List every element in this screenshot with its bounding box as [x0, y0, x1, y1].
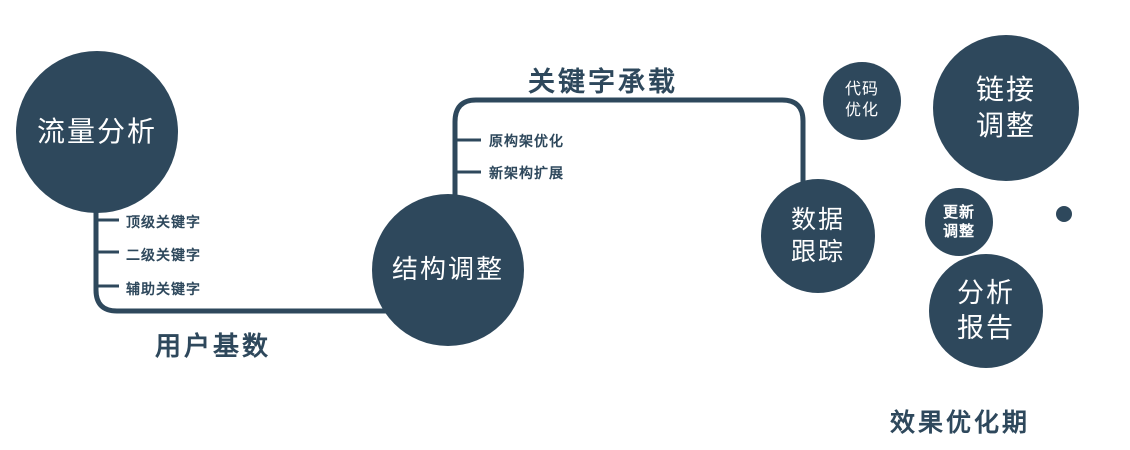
branch-auxiliary-keywords: 辅助关键字: [126, 281, 201, 297]
branch-new-architecture-expansion: 新架构扩展: [489, 165, 564, 181]
node-update-adjustment: 更新 调整: [925, 188, 993, 256]
node-link-adjustment-line2: 调整: [975, 110, 1036, 141]
flow-path-keyword-carry: [452, 97, 806, 200]
node-traffic-analysis-label: 流量分析: [36, 115, 157, 147]
dot-marker: [1056, 206, 1072, 222]
node-traffic-analysis: 流量分析: [16, 51, 178, 213]
label-keyword-carry: 关键字承载: [528, 67, 678, 97]
node-data-tracking: 数据 跟踪: [761, 179, 875, 293]
node-structure-adjustment: 结构调整: [372, 194, 524, 346]
node-analysis-report-line2: 报告: [957, 313, 1015, 343]
node-link-adjustment: 链接 调整: [933, 35, 1079, 181]
branch-secondary-keywords: 二级关键字: [126, 247, 201, 263]
node-update-adjustment-line1: 更新: [942, 203, 975, 221]
node-data-tracking-line1: 数据: [790, 205, 845, 234]
branch-original-architecture-optimization: 原构架优化: [489, 133, 564, 149]
node-analysis-report-line1: 分析: [957, 277, 1015, 308]
label-effect-optimization-period: 效果优化期: [890, 409, 1031, 437]
node-update-adjustment-line2: 调整: [942, 223, 975, 240]
node-code-optimization: 代码 优化: [823, 62, 901, 140]
node-link-adjustment-line1: 链接: [975, 73, 1036, 105]
node-data-tracking-line2: 跟踪: [790, 238, 845, 266]
label-user-base: 用户基数: [155, 331, 272, 361]
node-code-optimization-line2: 优化: [844, 102, 879, 119]
node-structure-adjustment-label: 结构调整: [391, 254, 504, 285]
node-analysis-report: 分析 报告: [929, 254, 1043, 368]
node-code-optimization-line1: 代码: [844, 81, 879, 99]
flow-path-user-base: [93, 195, 400, 314]
branch-top-level-keywords: 顶级关键字: [126, 214, 201, 230]
